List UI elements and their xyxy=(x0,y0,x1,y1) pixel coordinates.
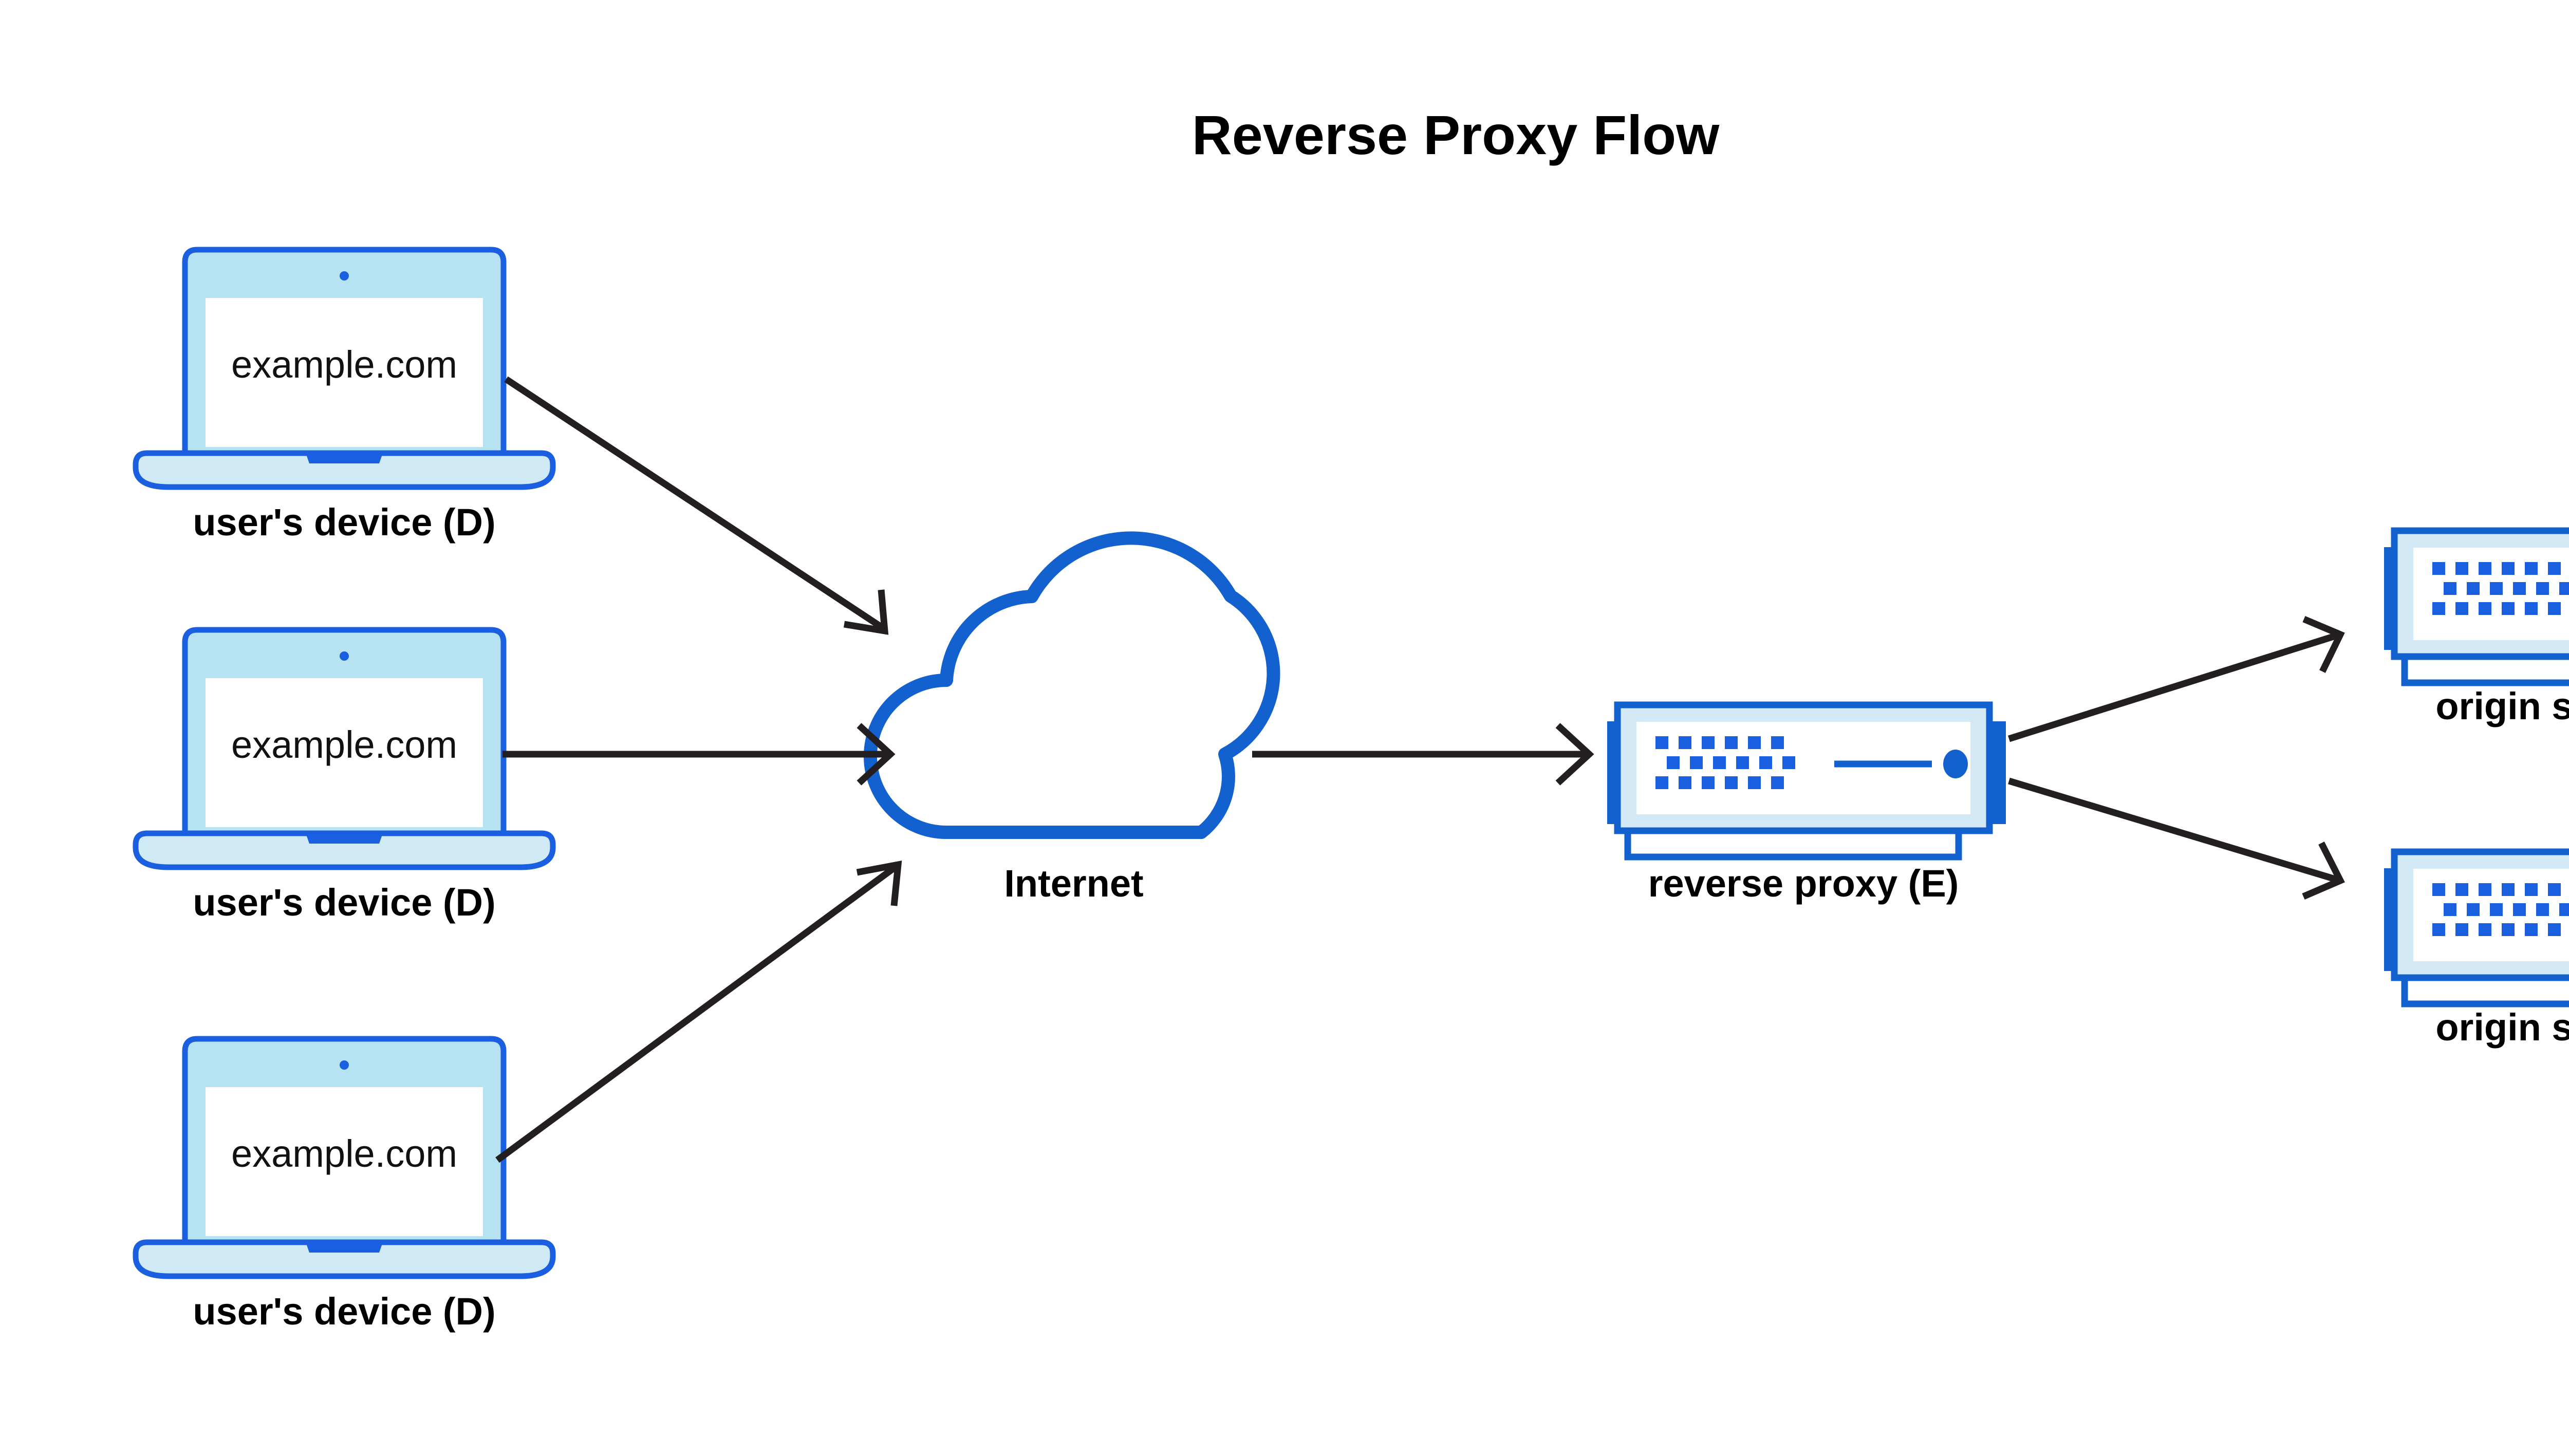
reverse-proxy-label: reverse proxy (E) xyxy=(1648,862,1959,905)
server-icon xyxy=(2384,527,2569,686)
server-led-grid-icon xyxy=(1655,736,1795,789)
edge-internet-to-proxy xyxy=(1252,723,1594,786)
server-led-grid-icon xyxy=(2432,562,2569,615)
origin-bottom-label: origin server (F) xyxy=(2435,1006,2569,1049)
laptop-icon xyxy=(133,247,556,490)
origin-top-label: origin server (F) xyxy=(2435,685,2569,727)
laptop-base xyxy=(133,450,556,490)
edge-proxy-to-origin-bottom xyxy=(2008,777,2345,900)
laptop-trackpad-notch xyxy=(306,833,383,844)
edge-client-bottom-to-internet xyxy=(495,861,902,1163)
server-faceplate xyxy=(1636,722,1970,814)
laptop-camera-icon xyxy=(340,1060,349,1070)
laptop-trackpad-notch xyxy=(306,1242,383,1253)
node-origin-top[interactable]: origin server (F) xyxy=(2384,527,2569,727)
node-origin-bottom[interactable]: origin server (F) xyxy=(2384,848,2569,1049)
server-led-grid-icon xyxy=(2432,883,2569,936)
node-reverse-proxy[interactable]: reverse proxy (E) xyxy=(1607,701,2006,905)
internet-label: Internet xyxy=(1004,862,1143,905)
server-icon xyxy=(2384,848,2569,1007)
laptop-base xyxy=(133,830,556,870)
node-internet[interactable]: Internet xyxy=(864,531,1280,905)
edge-client-middle-to-internet xyxy=(502,723,896,786)
client-screen-text: example.com xyxy=(231,343,457,386)
client-middle-label: user's device (D) xyxy=(193,881,495,924)
client-screen-text: example.com xyxy=(231,1132,457,1175)
laptop-screen xyxy=(206,1087,483,1236)
laptop-trackpad-notch xyxy=(306,453,383,463)
server-icon xyxy=(1607,701,2006,861)
laptop-base xyxy=(133,1239,556,1279)
laptop-icon xyxy=(133,1036,556,1279)
client-top-label: user's device (D) xyxy=(193,501,495,544)
page-title: Reverse Proxy Flow xyxy=(1192,104,1720,166)
client-screen-text: example.com xyxy=(231,723,457,766)
server-power-indicator-icon xyxy=(1943,750,1968,778)
edge-proxy-to-origin-top xyxy=(2008,616,2345,742)
laptop-camera-icon xyxy=(340,271,349,281)
node-client-bottom[interactable]: example.com user's device (D) xyxy=(133,1036,556,1333)
client-bottom-label: user's device (D) xyxy=(193,1290,495,1333)
edge-client-top-to-internet xyxy=(504,376,889,635)
node-client-middle[interactable]: example.com user's device (D) xyxy=(133,627,556,924)
laptop-camera-icon xyxy=(340,651,349,661)
laptop-screen xyxy=(206,678,483,827)
cloud-icon xyxy=(864,531,1280,839)
laptop-screen xyxy=(206,298,483,447)
node-client-top[interactable]: example.com user's device (D) xyxy=(133,247,556,544)
laptop-icon xyxy=(133,627,556,870)
cloud-shape xyxy=(864,531,1280,839)
